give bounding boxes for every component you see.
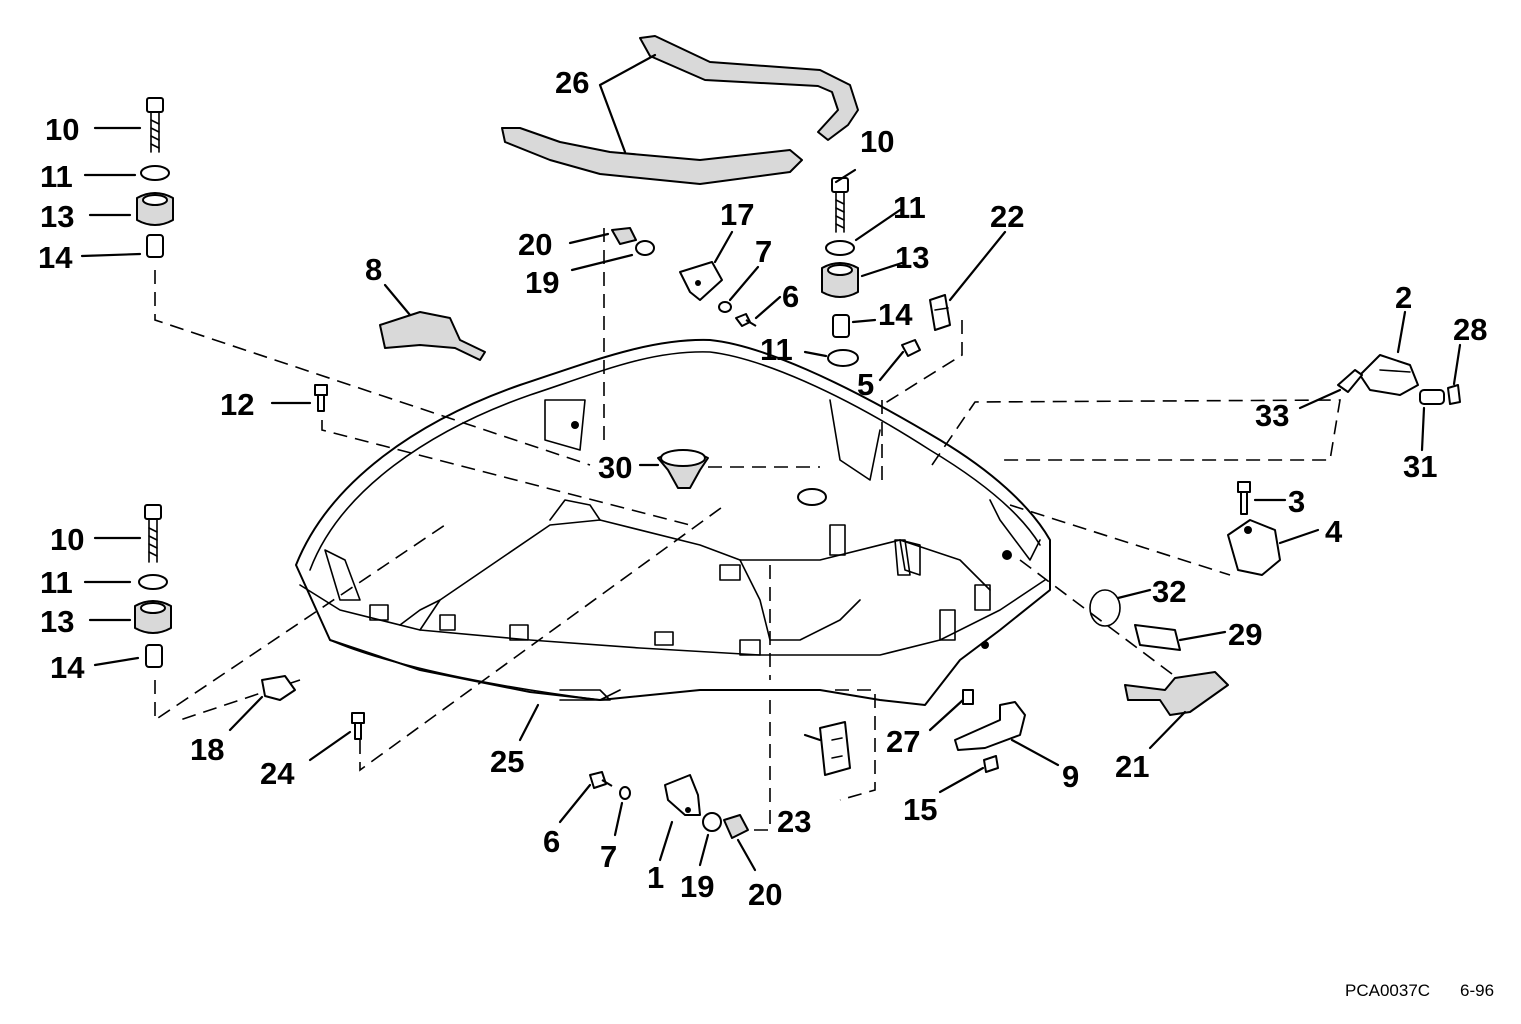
callout-7-bottom: 7 [600, 839, 617, 874]
callout-1: 1 [647, 860, 664, 895]
part-25-lower-motor-cover [295, 338, 1051, 706]
left-lower-mount-stack [134, 504, 172, 668]
callout-5: 5 [857, 367, 874, 402]
callout-13-right: 13 [895, 240, 929, 275]
callout-19-bottom: 19 [680, 869, 714, 904]
callout-26: 26 [555, 65, 589, 100]
callout-20-bottom: 20 [748, 877, 782, 912]
callout-13-lower: 13 [40, 604, 74, 639]
right-upper-mount-stack [821, 177, 859, 367]
callout-12: 12 [220, 387, 254, 422]
callout-6-bottom: 6 [543, 824, 560, 859]
callout-21: 21 [1115, 749, 1149, 784]
callout-10-lower: 10 [50, 522, 84, 557]
part-26-grip-rail [501, 35, 859, 185]
callout-24: 24 [260, 756, 295, 791]
callout-4: 4 [1325, 514, 1343, 549]
callout-15: 15 [903, 792, 937, 827]
callout-11-mid: 11 [760, 332, 793, 367]
callout-19-top: 19 [525, 265, 559, 300]
left-upper-mount-stack [136, 97, 174, 258]
callout-23: 23 [777, 804, 811, 839]
callout-7-top: 7 [755, 234, 772, 269]
callout-2: 2 [1395, 280, 1412, 315]
callout-14-right: 14 [878, 297, 913, 332]
figure-date: 6-96 [1460, 981, 1494, 1000]
small-hardware [261, 227, 1461, 839]
callout-17: 17 [720, 197, 754, 232]
callout-30: 30 [598, 450, 632, 485]
callout-29: 29 [1228, 617, 1262, 652]
callout-8: 8 [365, 252, 382, 287]
callout-10: 10 [45, 112, 79, 147]
callout-6-top: 6 [782, 279, 799, 314]
callout-25: 25 [490, 744, 524, 779]
callout-22: 22 [990, 199, 1024, 234]
callout-labels: 10 11 13 14 26 8 12 20 19 17 7 6 10 11 1… [38, 65, 1487, 912]
callout-32: 32 [1152, 574, 1186, 609]
callout-13: 13 [40, 199, 74, 234]
callout-11-right: 11 [893, 190, 926, 225]
callout-9: 9 [1062, 759, 1079, 794]
callout-28: 28 [1453, 312, 1487, 347]
leader-lines [80, 53, 1462, 872]
callout-11: 11 [40, 159, 73, 194]
callout-3: 3 [1288, 484, 1305, 519]
callout-10-right: 10 [860, 124, 894, 159]
figure-code: PCA0037C [1345, 981, 1430, 1000]
diagram-footer: PCA0037C 6-96 [1345, 981, 1494, 1000]
callout-18: 18 [190, 732, 224, 767]
callout-27: 27 [886, 724, 920, 759]
callout-33: 33 [1255, 398, 1289, 433]
callout-14-lower: 14 [50, 650, 85, 685]
callout-20-top: 20 [518, 227, 552, 262]
callout-31: 31 [1403, 449, 1437, 484]
callout-11-lower: 11 [40, 565, 73, 600]
callout-14: 14 [38, 240, 73, 275]
